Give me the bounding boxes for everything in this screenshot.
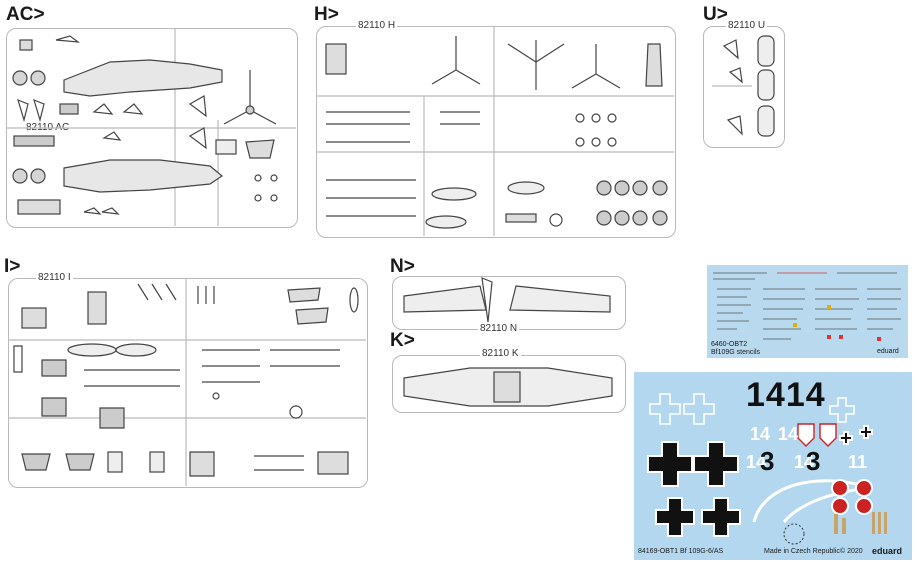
decal-black-number-2: 3 bbox=[806, 446, 821, 476]
decal-year: © 2020 bbox=[840, 548, 863, 555]
stencil-decals-drawing bbox=[713, 272, 901, 341]
sprue-ac-label: AC> bbox=[6, 4, 45, 25]
sprue-i-code: 82110 I bbox=[36, 272, 73, 283]
decal-white-number-5: 11 bbox=[848, 452, 868, 472]
sprue-k-code: 82110 K bbox=[480, 348, 521, 359]
decal-catalog-number: 84169-OBT1 Bf 109G-6/AS bbox=[638, 548, 724, 555]
decal-stencil-tag: 6460-OBT2 bbox=[711, 341, 748, 348]
decal-sheet-stencils: 6460-OBT2 Bf109G stencils eduard bbox=[707, 265, 908, 358]
sprue-i-label: I> bbox=[4, 256, 21, 277]
sprue-n-label: N> bbox=[390, 256, 415, 277]
sprue-h-label: H> bbox=[314, 4, 339, 25]
decal-white-number-1: 14 bbox=[750, 424, 771, 444]
sprue-k-label: K> bbox=[390, 330, 415, 351]
decal-stencil-caption: Bf109G stencils bbox=[711, 349, 761, 356]
sprue-n-code: 82110 N bbox=[478, 323, 520, 334]
national-insignia-drawing bbox=[647, 393, 887, 545]
decal-white-number-2: 14 bbox=[778, 424, 799, 444]
sprue-u-label: U> bbox=[703, 4, 728, 25]
decal-big-number: 1414 bbox=[746, 376, 826, 414]
decal-stencil-brand: eduard bbox=[877, 348, 899, 355]
sprue-u-code: 82110 U bbox=[726, 20, 768, 31]
decal-sheet-markings: 1414 14 14 14 14 11 3 3 84169-OBT1 Bf 10… bbox=[634, 372, 912, 560]
sprue-h-code: 82110 H bbox=[356, 20, 398, 31]
decal-white-number-3: 14 bbox=[746, 452, 767, 472]
decal-black-number-1: 3 bbox=[760, 446, 775, 476]
decal-brand-logo: eduard bbox=[872, 546, 903, 556]
decal-white-number-4: 14 bbox=[794, 452, 815, 472]
sprue-h-frame bbox=[316, 26, 676, 238]
decal-made-in: Made in Czech Republic bbox=[764, 548, 840, 555]
